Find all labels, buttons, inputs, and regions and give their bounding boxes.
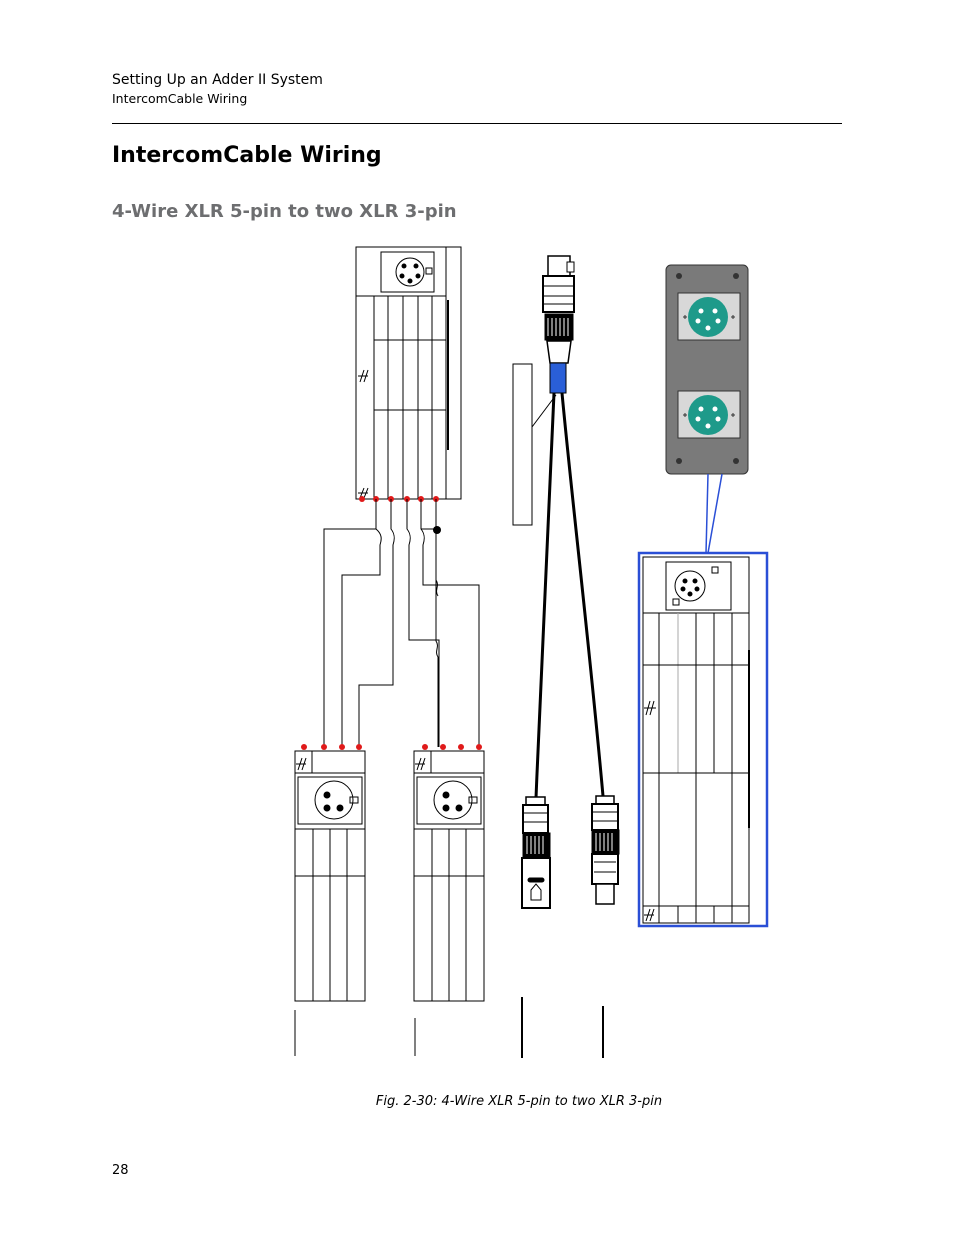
cable-sleeve: [549, 362, 567, 394]
xlr3-table-right: [413, 750, 485, 1002]
wall-panel: [665, 264, 749, 475]
xlr5-plug-illustration: [542, 255, 575, 364]
panel-wiring-table: [642, 556, 750, 924]
splice-junction: [433, 526, 441, 534]
panel-leader-lines: [705, 473, 723, 554]
xlr5-source-table: [355, 246, 462, 500]
figure-caption: Fig. 2-30: 4-Wire XLR 5-pin to two XLR 3…: [375, 1094, 663, 1109]
header-rule: [112, 123, 842, 124]
xlr3-right-pin-dots: [422, 744, 482, 750]
running-header: Setting Up an Adder II System IntercomCa…: [112, 70, 323, 108]
pin-wires: [323, 499, 480, 747]
page-title: IntercomCable Wiring: [112, 143, 382, 168]
xlr3-table-left: [294, 750, 366, 1002]
section-subtitle: 4-Wire XLR 5-pin to two XLR 3-pin: [112, 201, 457, 222]
xlr3-plug-left: [521, 796, 551, 909]
page-number: 28: [112, 1163, 129, 1178]
chapter-title: Setting Up an Adder II System: [112, 72, 323, 88]
split-cables: [534, 392, 605, 799]
bottom-callout-lines: [294, 997, 604, 1058]
cable-label-box: [512, 363, 557, 526]
xlr3-plug-right: [591, 795, 620, 905]
xlr3-left-pin-dots: [301, 744, 362, 750]
section-title: IntercomCable Wiring: [112, 91, 248, 106]
selection-highlight: [637, 551, 769, 928]
